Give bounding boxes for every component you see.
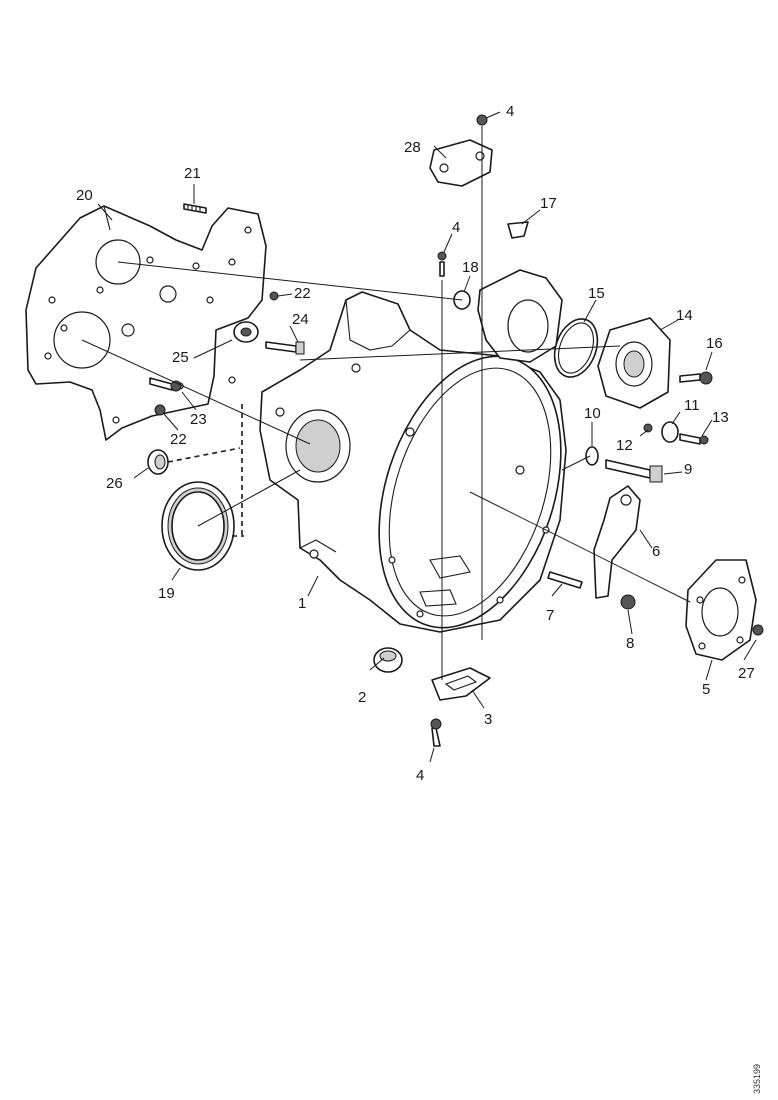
callout-5: 5 [702,681,710,698]
callout-labels: 1 2 3 4 4 4 5 6 7 8 9 10 11 12 13 14 15 … [76,103,755,784]
callout-15: 15 [588,285,605,302]
callout-18: 18 [462,259,479,276]
part-14-cover [597,317,671,409]
callout-3: 3 [484,711,492,728]
part-5-rear-cover [685,559,757,661]
part-4-bolt-mid [437,251,447,277]
callout-4-mid: 4 [452,219,460,236]
part-26-plug [147,449,169,475]
callout-2: 2 [358,689,366,706]
part-27-bolt [752,624,764,636]
callout-28: 28 [404,139,421,156]
part-22-nut-upper [269,291,279,301]
part-3-cover-plate [431,667,491,701]
callout-4-bottom: 4 [416,767,424,784]
callout-1: 1 [298,595,306,612]
callout-23: 23 [190,411,207,428]
callout-16: 16 [706,335,723,352]
callout-27: 27 [738,665,755,682]
part-10-washer [585,446,599,466]
part-16-bolt [679,371,713,385]
callout-20: 20 [76,187,93,204]
part-6-bracket [593,485,641,599]
part-25-hub-seal [233,321,259,343]
callout-4-top: 4 [506,103,514,120]
callout-22-lower: 22 [170,431,187,448]
callout-ticks [97,111,757,763]
part-12-pin [643,423,653,433]
callout-26: 26 [106,475,123,492]
part-22-nut-lower [154,404,166,416]
callout-19: 19 [158,585,175,602]
part-8-nut [620,594,636,610]
callout-12: 12 [616,437,633,454]
part-7-stud [547,571,583,589]
callout-10: 10 [584,405,601,422]
leader-lines [81,126,691,680]
part-4-bolt-top [476,114,488,126]
part-18-upper-housing [453,269,563,363]
part-17-plug [507,221,529,239]
callout-7: 7 [546,607,554,624]
figure-reference-code: 335199 [752,1063,762,1094]
part-1-flywheel-housing [259,291,567,633]
part-20-timing-cover-plate [25,205,267,441]
callout-13: 13 [712,409,729,426]
callout-9: 9 [684,461,692,478]
callout-17: 17 [540,195,557,212]
callout-14: 14 [676,307,693,324]
part-13-bolt [679,433,709,445]
part-4-bolt-bottom [430,718,442,747]
callout-25: 25 [172,349,189,366]
part-28-bracket [429,139,493,187]
callout-22-upper: 22 [294,285,311,302]
callout-24: 24 [292,311,309,328]
callout-21: 21 [184,165,201,182]
part-24-bolt [265,341,305,355]
callout-8: 8 [626,635,634,652]
callout-6: 6 [652,543,660,560]
part-9-bolt [605,459,663,483]
part-21-stud [183,203,207,214]
callout-11: 11 [684,397,700,414]
part-2-plug [373,647,403,673]
part-11-bushing [661,421,679,443]
